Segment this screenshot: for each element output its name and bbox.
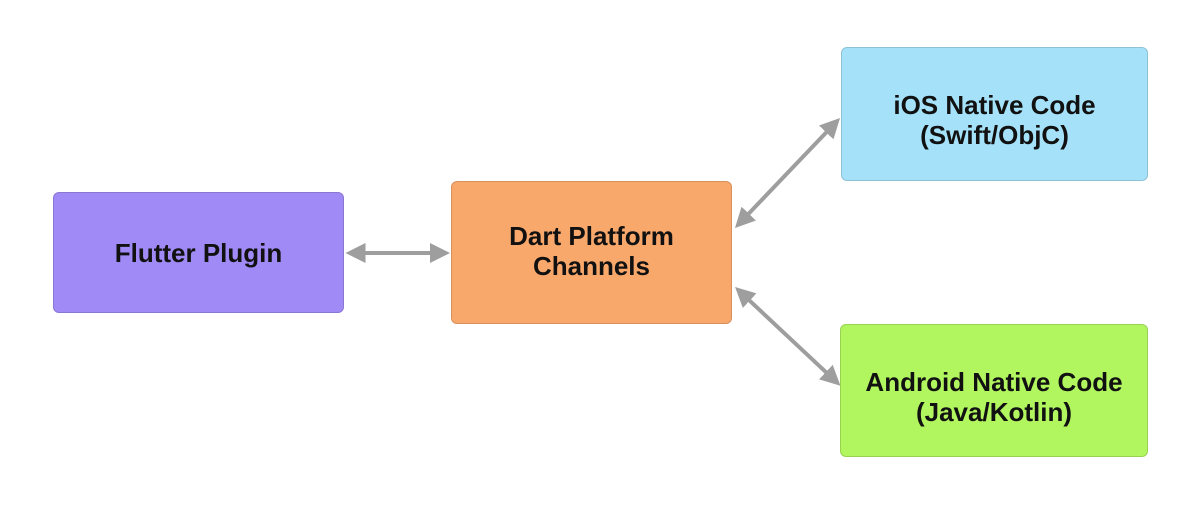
node-android-native-code: Android Native Code (Java/Kotlin) xyxy=(840,324,1148,457)
arrow-dart-android xyxy=(735,286,841,386)
node-flutter-plugin: Flutter Plugin xyxy=(53,192,344,313)
node-dart-platform-channels-label: Dart Platform Channels xyxy=(509,220,674,281)
arrow-dart-ios xyxy=(734,117,841,229)
node-flutter-plugin-label: Flutter Plugin xyxy=(114,237,283,268)
node-android-native-code-label: Android Native Code (Java/Kotlin) xyxy=(865,366,1123,427)
node-dart-platform-channels: Dart Platform Channels xyxy=(451,181,732,324)
node-ios-native-code-label: iOS Native Code (Swift/ObjC) xyxy=(893,90,1096,150)
node-ios-native-code: iOS Native Code (Swift/ObjC) xyxy=(841,47,1148,181)
